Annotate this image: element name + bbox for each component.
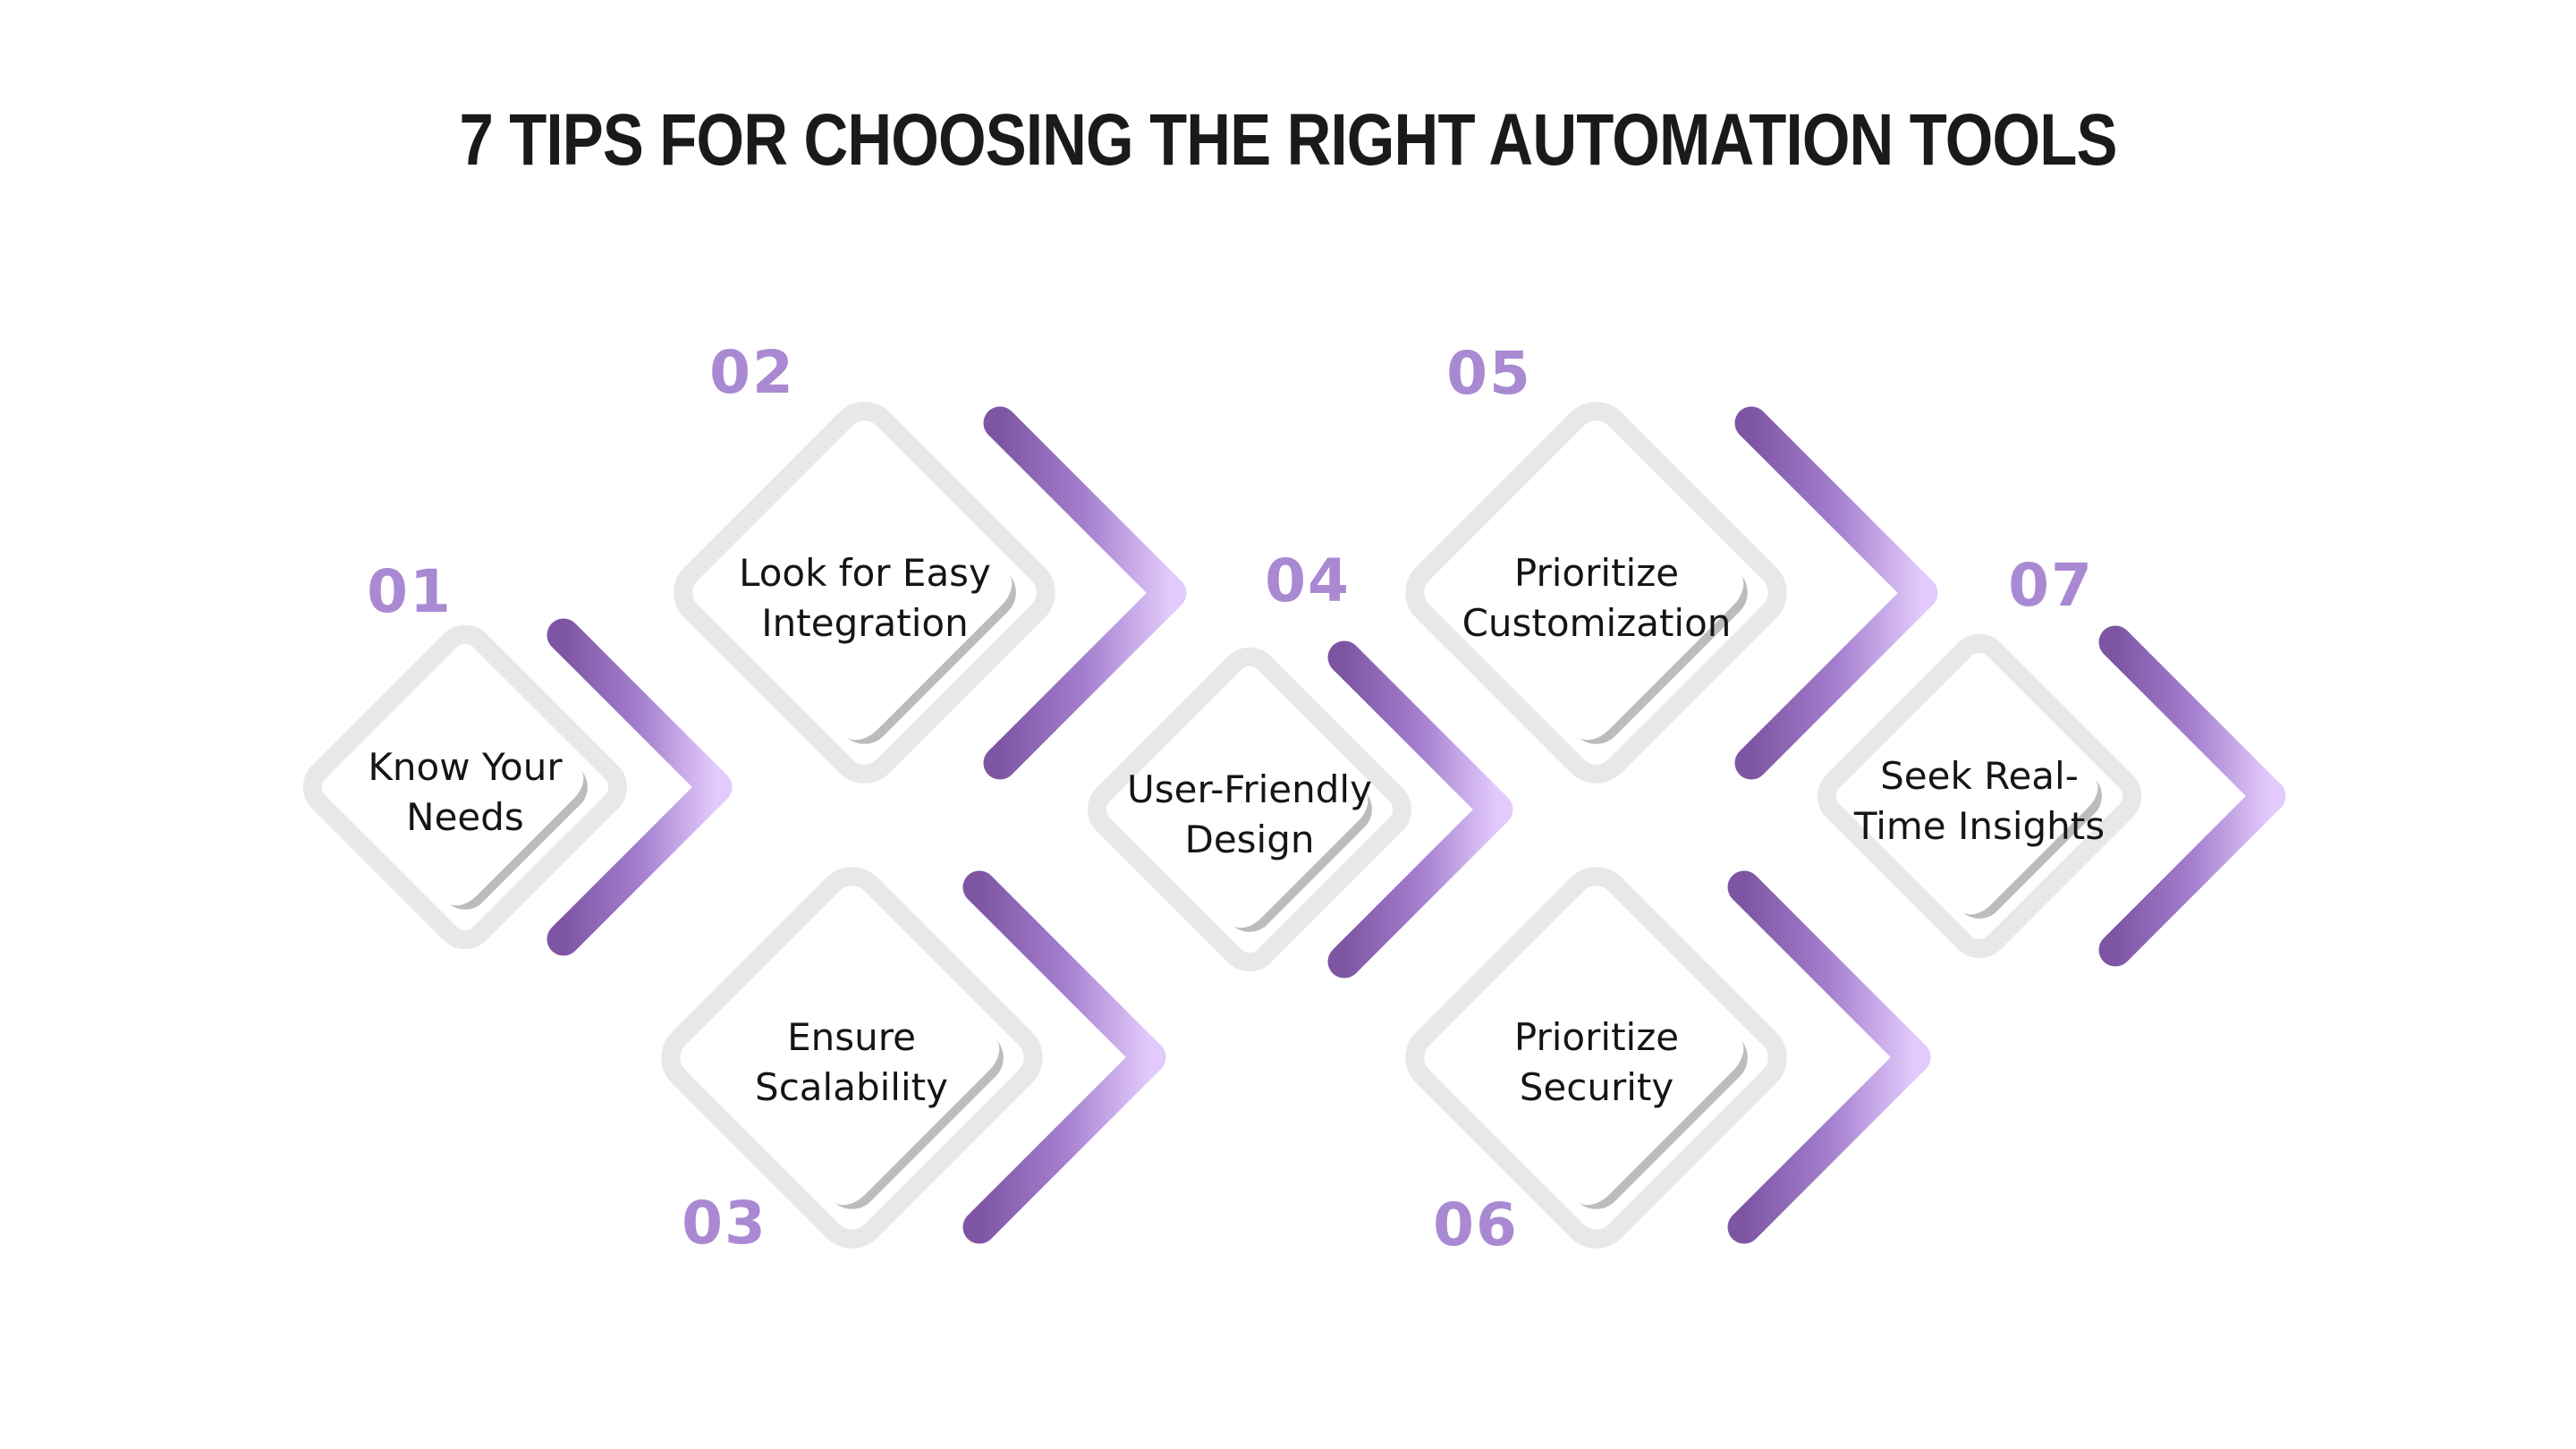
tip-number-4: 04 bbox=[1265, 547, 1351, 615]
tip-label-6: Prioritize Security bbox=[1418, 1013, 1775, 1113]
tip-label-4-line-2: Design bbox=[1184, 818, 1315, 861]
arrow-chevron-icon-6 bbox=[1727, 870, 1931, 1244]
tip-label-2-line-1: Look for Easy bbox=[739, 551, 991, 595]
tip-number-3: 03 bbox=[682, 1189, 767, 1258]
tip-label-2: Look for Easy Integration bbox=[686, 548, 1044, 648]
arrow-chevron-icon-1 bbox=[547, 618, 733, 956]
tip-label-2-line-2: Integration bbox=[761, 601, 969, 645]
arrow-chevron-icon-7 bbox=[2098, 625, 2286, 967]
tip-number-2: 02 bbox=[709, 338, 795, 407]
tip-label-7-line-2: Time Insights bbox=[1853, 804, 2106, 848]
tip-label-5-line-1: Prioritize bbox=[1513, 551, 1680, 595]
tip-label-3-line-2: Scalability bbox=[755, 1065, 948, 1109]
tip-label-6-line-2: Security bbox=[1519, 1065, 1674, 1109]
arrow-chevron-icon-2 bbox=[983, 406, 1187, 780]
tip-label-1: Know Your Needs bbox=[286, 742, 644, 843]
tip-label-4-line-1: User-Friendly bbox=[1127, 767, 1372, 811]
tip-label-3: Ensure Scalability bbox=[673, 1013, 1030, 1113]
page-title: 7 TIPS FOR CHOOSING THE RIGHT AUTOMATION… bbox=[459, 99, 2117, 181]
arrow-chevron-icon-5 bbox=[1734, 406, 1938, 780]
arrow-chevron-icon-4 bbox=[1327, 640, 1513, 979]
tip-label-1-line-1: Know Your bbox=[368, 745, 563, 789]
tip-label-7: Seek Real- Time Insights bbox=[1801, 751, 2158, 852]
title-bar: 7 TIPS FOR CHOOSING THE RIGHT AUTOMATION… bbox=[0, 100, 2576, 181]
arrow-chevron-icon-3 bbox=[962, 870, 1166, 1244]
tip-number-5: 05 bbox=[1446, 339, 1532, 408]
tip-label-3-line-1: Ensure bbox=[787, 1015, 916, 1059]
tip-label-4: User-Friendly Design bbox=[1071, 765, 1428, 865]
tip-number-7: 07 bbox=[2008, 551, 2094, 620]
tip-label-5-line-2: Customization bbox=[1462, 601, 1732, 645]
tip-label-1-line-2: Needs bbox=[406, 795, 524, 839]
tip-number-6: 06 bbox=[1433, 1191, 1519, 1259]
tip-label-5: Prioritize Customization bbox=[1418, 548, 1775, 648]
tip-label-7-line-1: Seek Real- bbox=[1880, 754, 2079, 798]
tip-number-1: 01 bbox=[367, 557, 453, 626]
tip-label-6-line-1: Prioritize bbox=[1513, 1015, 1680, 1059]
